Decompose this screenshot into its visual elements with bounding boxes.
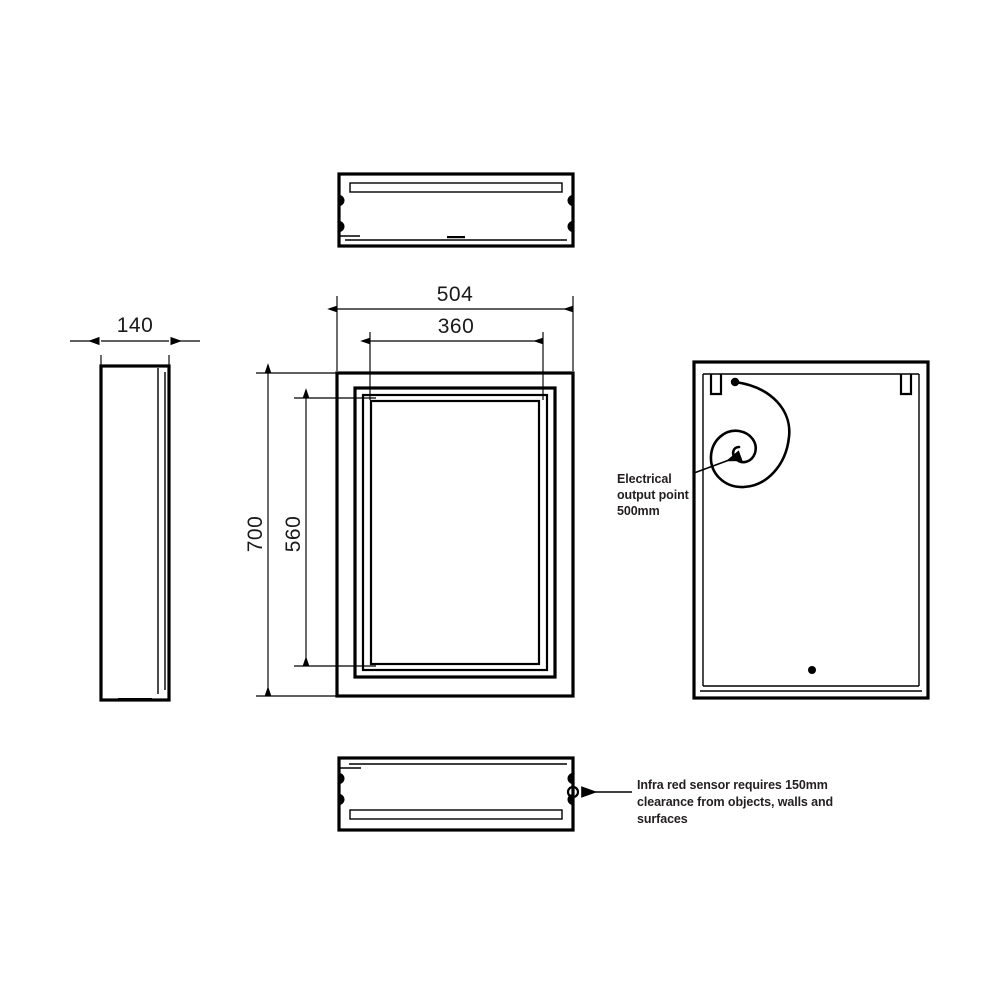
electrical-leader-line xyxy=(693,450,743,474)
rear-view-outer-body xyxy=(692,360,930,700)
side-view-body xyxy=(99,364,171,702)
top-view-bracket-bump-left-upper xyxy=(339,195,345,206)
electrical-output-note: Electrical output point 500mm xyxy=(617,472,690,518)
dimension-height-700-label: 700 xyxy=(244,516,267,553)
rear-view-bracket-right xyxy=(899,374,913,396)
infrared-note-line-2: clearance from objects, walls and xyxy=(637,795,833,809)
side-view: 140 xyxy=(70,314,200,702)
electrical-note-line-1: Electrical xyxy=(617,472,672,486)
bottom-view-bracket-bump-left-lower xyxy=(339,794,345,805)
front-view: 504 360 700 560 xyxy=(244,283,575,698)
dimension-height-700: 700 xyxy=(244,363,341,697)
top-view-centre-mark xyxy=(447,236,465,239)
rear-view-power-cable xyxy=(709,380,791,489)
rear-view xyxy=(692,360,930,700)
infrared-note-line-1: Infra red sensor requires 150mm xyxy=(637,778,828,792)
dimension-width-504-label: 504 xyxy=(437,283,474,306)
electrical-note-line-3: 500mm xyxy=(617,504,660,518)
dimension-depth-label: 140 xyxy=(117,314,154,337)
dimension-height-560: 560 xyxy=(282,388,376,667)
top-view xyxy=(337,172,575,248)
dimension-width-504: 504 xyxy=(327,283,574,371)
bottom-view-bracket-bump-right-upper xyxy=(567,773,573,784)
side-view-base-shadow xyxy=(118,698,152,701)
top-view-bracket-bump-right-lower xyxy=(567,221,573,232)
top-view-bracket-bump-left-lower xyxy=(339,221,345,232)
top-view-bracket-bump-right-upper xyxy=(567,195,573,206)
rear-view-cable-end-dot xyxy=(730,377,740,387)
top-view-outer-body xyxy=(337,172,575,248)
dimension-width-360: 360 xyxy=(360,315,544,400)
bottom-view-ir-sensor xyxy=(566,785,580,799)
dimension-height-560-label: 560 xyxy=(282,516,305,553)
front-view-mirror-bezel xyxy=(361,393,549,672)
dimension-width-360-label: 360 xyxy=(438,315,475,338)
infrared-sensor-note: Infra red sensor requires 150mm clearanc… xyxy=(637,778,833,826)
electrical-note-line-2: output point xyxy=(617,488,690,502)
infrared-note-line-3: surfaces xyxy=(637,812,688,826)
bottom-view-bracket-bump-left-upper xyxy=(339,773,345,784)
dimension-depth-140: 140 xyxy=(70,314,200,371)
top-view-light-slot xyxy=(349,182,563,193)
bottom-view xyxy=(337,756,632,832)
bottom-view-light-slot xyxy=(349,809,563,820)
rear-view-bracket-left xyxy=(709,374,723,396)
rear-view-sensor-dot xyxy=(808,666,816,674)
front-view-door-outer xyxy=(353,386,557,679)
front-view-outer-frame xyxy=(335,371,575,698)
front-view-mirror-glass xyxy=(369,399,541,666)
